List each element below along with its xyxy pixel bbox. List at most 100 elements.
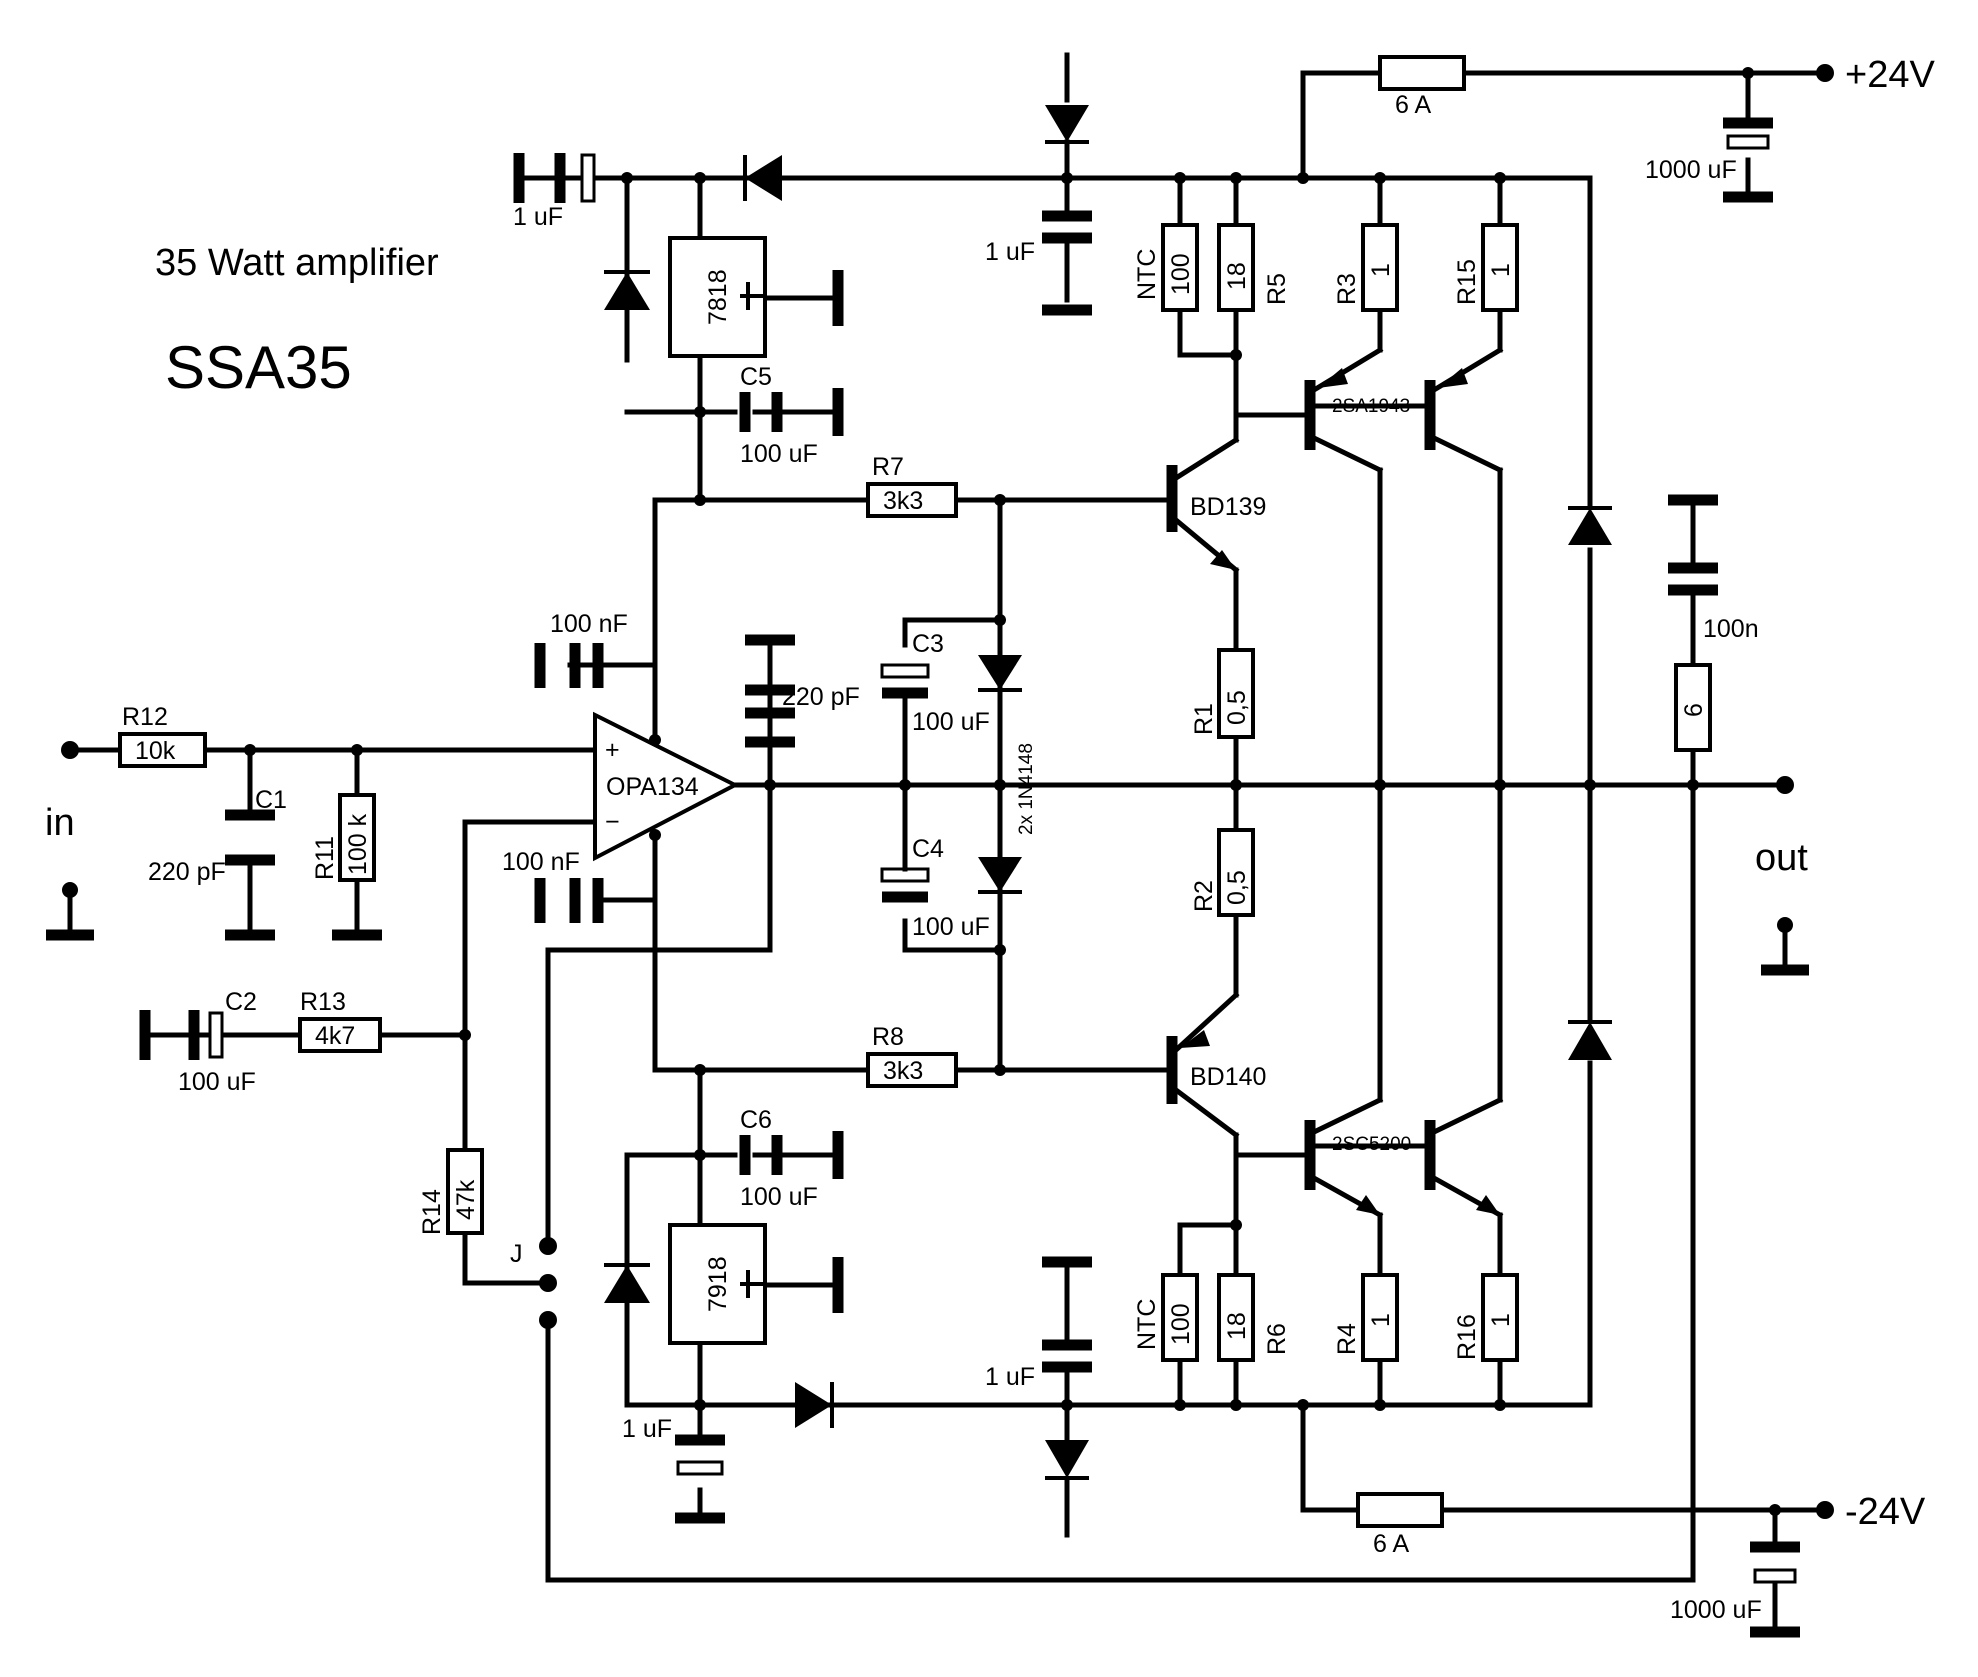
mid-bot-value: 1 uF <box>985 1363 1035 1391</box>
r16-ref: R16 <box>1453 1314 1481 1360</box>
neg-supply-terminal <box>1816 1501 1834 1519</box>
zobel-cap-value: 100n <box>1703 615 1759 643</box>
resistor-r4 <box>1361 1273 1399 1362</box>
c2-ref: C2 <box>225 988 257 1016</box>
r7-value: 3k3 <box>883 487 923 515</box>
neg-supply-label: -24V <box>1845 1491 1926 1533</box>
capacitor-bulk-top <box>1723 117 1773 203</box>
capacitor-dec-bot <box>534 878 604 923</box>
in-bot-value: 1 uF <box>622 1415 672 1443</box>
jumper-label: J <box>510 1240 523 1268</box>
c1-ref: C1 <box>255 786 287 814</box>
junction-dots <box>244 67 1781 1516</box>
r11-ref: R11 <box>311 836 339 880</box>
c4-ref: C4 <box>912 835 944 863</box>
input-terminal <box>61 741 79 759</box>
fuse-bottom <box>1356 1492 1444 1528</box>
capacitor-zobel <box>1668 494 1718 596</box>
resistor-r13 <box>298 1017 382 1053</box>
capacitor-mid-bot <box>1042 1256 1092 1373</box>
resistor-r14 <box>446 1148 484 1235</box>
capacitor-in-top <box>513 153 596 203</box>
opamp-opa134 <box>593 711 740 862</box>
diode-reg-bot <box>604 1263 650 1303</box>
r1-ref: R1 <box>1190 703 1218 735</box>
r16-value: 1 <box>1487 1313 1515 1327</box>
bulk-top-value: 1000 uF <box>1645 156 1737 184</box>
ntc-bot-ref: NTC <box>1133 1299 1161 1350</box>
r12-value: 10k <box>135 737 176 765</box>
bulk-bot-value: 1000 uF <box>1670 1596 1762 1624</box>
zobel-resistor-value: 6 <box>1680 703 1708 717</box>
capacitor-c5 <box>739 388 844 436</box>
input-label: in <box>45 802 75 844</box>
jumper-pin-1 <box>539 1237 557 1255</box>
fuse-top <box>1378 55 1466 91</box>
resistor-r12 <box>118 732 207 768</box>
r12-ref: R12 <box>122 703 168 731</box>
diode-protect-bot <box>1568 1020 1612 1060</box>
diode-reg-top <box>604 270 650 310</box>
capacitor-mid-top <box>1042 210 1092 316</box>
resistor-zobel <box>1674 663 1712 752</box>
transistor-2sa1943-b <box>1424 346 1504 474</box>
r14-value: 47k <box>452 1179 480 1220</box>
regulator-7818-label: 7818 <box>704 269 732 325</box>
resistor-r3 <box>1361 223 1399 312</box>
c2-value: 100 uF <box>178 1068 256 1096</box>
transistor-2sc5200-a <box>1304 1096 1384 1219</box>
r1-value: 0,5 <box>1223 690 1251 725</box>
comp-cap-value: 220 pF <box>782 683 860 711</box>
ntc-bot-value: 100 <box>1167 1303 1195 1345</box>
capacitor-bulk-bot <box>1750 1541 1800 1638</box>
2sc5200-label: 2SC5200 <box>1332 1134 1411 1155</box>
resistors <box>118 55 1712 1528</box>
r13-ref: R13 <box>300 988 346 1016</box>
jumper-pin-2 <box>539 1274 557 1292</box>
bd140-label: BD140 <box>1190 1063 1266 1091</box>
r11-value: 100 k <box>344 813 372 875</box>
capacitor-comp <box>745 634 795 748</box>
output-label: out <box>1755 837 1808 879</box>
capacitor-in-bot <box>675 1434 725 1524</box>
r2-ref: R2 <box>1190 880 1218 912</box>
output-terminal <box>1776 776 1794 794</box>
fuse-bottom-label: 6 A <box>1373 1530 1409 1558</box>
resistor-r1 <box>1217 648 1255 739</box>
c1-value: 220 pF <box>148 858 226 886</box>
c4-value: 100 uF <box>912 913 990 941</box>
bias-diodes-label: 2x 1N4148 <box>1016 743 1037 835</box>
r3-ref: R3 <box>1333 273 1361 305</box>
regulator-7918-label: 7918 <box>704 1256 732 1312</box>
c6-ref: C6 <box>740 1106 772 1134</box>
labels: 35 Watt amplifier SSA35 in out +24V -24V… <box>45 54 1935 1624</box>
resistor-r8 <box>866 1052 958 1088</box>
model-name: SSA35 <box>165 334 352 401</box>
c5-value: 100 uF <box>740 440 818 468</box>
regulators <box>668 236 767 1345</box>
resistor-r16 <box>1481 1273 1519 1362</box>
2sa1943-label: 2SA1943 <box>1332 396 1410 417</box>
capacitor-dec-top <box>534 643 604 688</box>
capacitor-c6 <box>739 1131 844 1179</box>
r15-ref: R15 <box>1453 259 1481 305</box>
c3-ref: C3 <box>912 630 944 658</box>
resistor-r5 <box>1217 223 1255 312</box>
r8-ref: R8 <box>872 1023 904 1051</box>
terminals <box>61 64 1834 1519</box>
dec-top-value: 100 nF <box>550 610 628 638</box>
resistor-ntc-top <box>1161 223 1199 312</box>
transistor-bd140 <box>1166 991 1240 1139</box>
diode-mid-top <box>1045 105 1089 144</box>
resistor-r2 <box>1217 828 1255 917</box>
diagram-title: 35 Watt amplifier <box>155 242 439 284</box>
fuse-top-label: 6 A <box>1395 91 1431 119</box>
r5-value: 18 <box>1223 262 1251 290</box>
c6-value: 100 uF <box>740 1183 818 1211</box>
r4-ref: R4 <box>1333 1323 1361 1355</box>
r4-value: 1 <box>1367 1313 1395 1327</box>
resistor-r7 <box>866 482 958 518</box>
r2-value: 0,5 <box>1223 870 1251 905</box>
r6-value: 18 <box>1223 1312 1251 1340</box>
diode-bottom-rail <box>795 1382 834 1428</box>
